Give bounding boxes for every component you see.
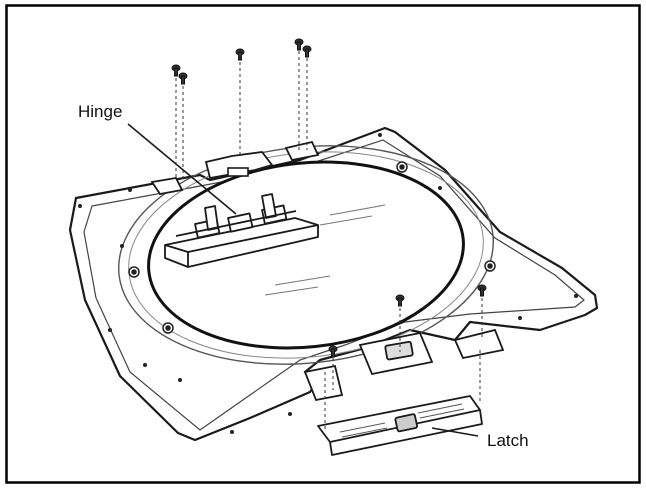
- diagram-frame: [5, 4, 641, 484]
- hinge-label: Hinge: [78, 102, 122, 121]
- screw: [395, 294, 405, 307]
- latch-label: Latch: [487, 431, 529, 450]
- frame-inner-edge: [83, 139, 585, 431]
- screw: [235, 48, 245, 61]
- hinge-tabs: [150, 140, 320, 195]
- screw: [171, 64, 181, 77]
- glass-plate: [147, 160, 465, 350]
- screws: [171, 38, 487, 432]
- screw: [302, 45, 312, 58]
- hinge-slot: [227, 167, 249, 177]
- hinge-leader-line: [127, 123, 237, 215]
- screw: [477, 284, 487, 297]
- hinge-assembly: [164, 193, 319, 268]
- latch-recess: [358, 331, 434, 376]
- screw: [328, 345, 338, 358]
- plate-bolts: [128, 161, 496, 334]
- bottom-tabs: [303, 328, 505, 402]
- screw: [178, 72, 188, 85]
- latch-plate: [317, 395, 483, 456]
- glass-reflections: [264, 204, 386, 296]
- latch-leader-line: [431, 427, 479, 437]
- frame-dots: [78, 133, 578, 434]
- screw: [294, 38, 304, 51]
